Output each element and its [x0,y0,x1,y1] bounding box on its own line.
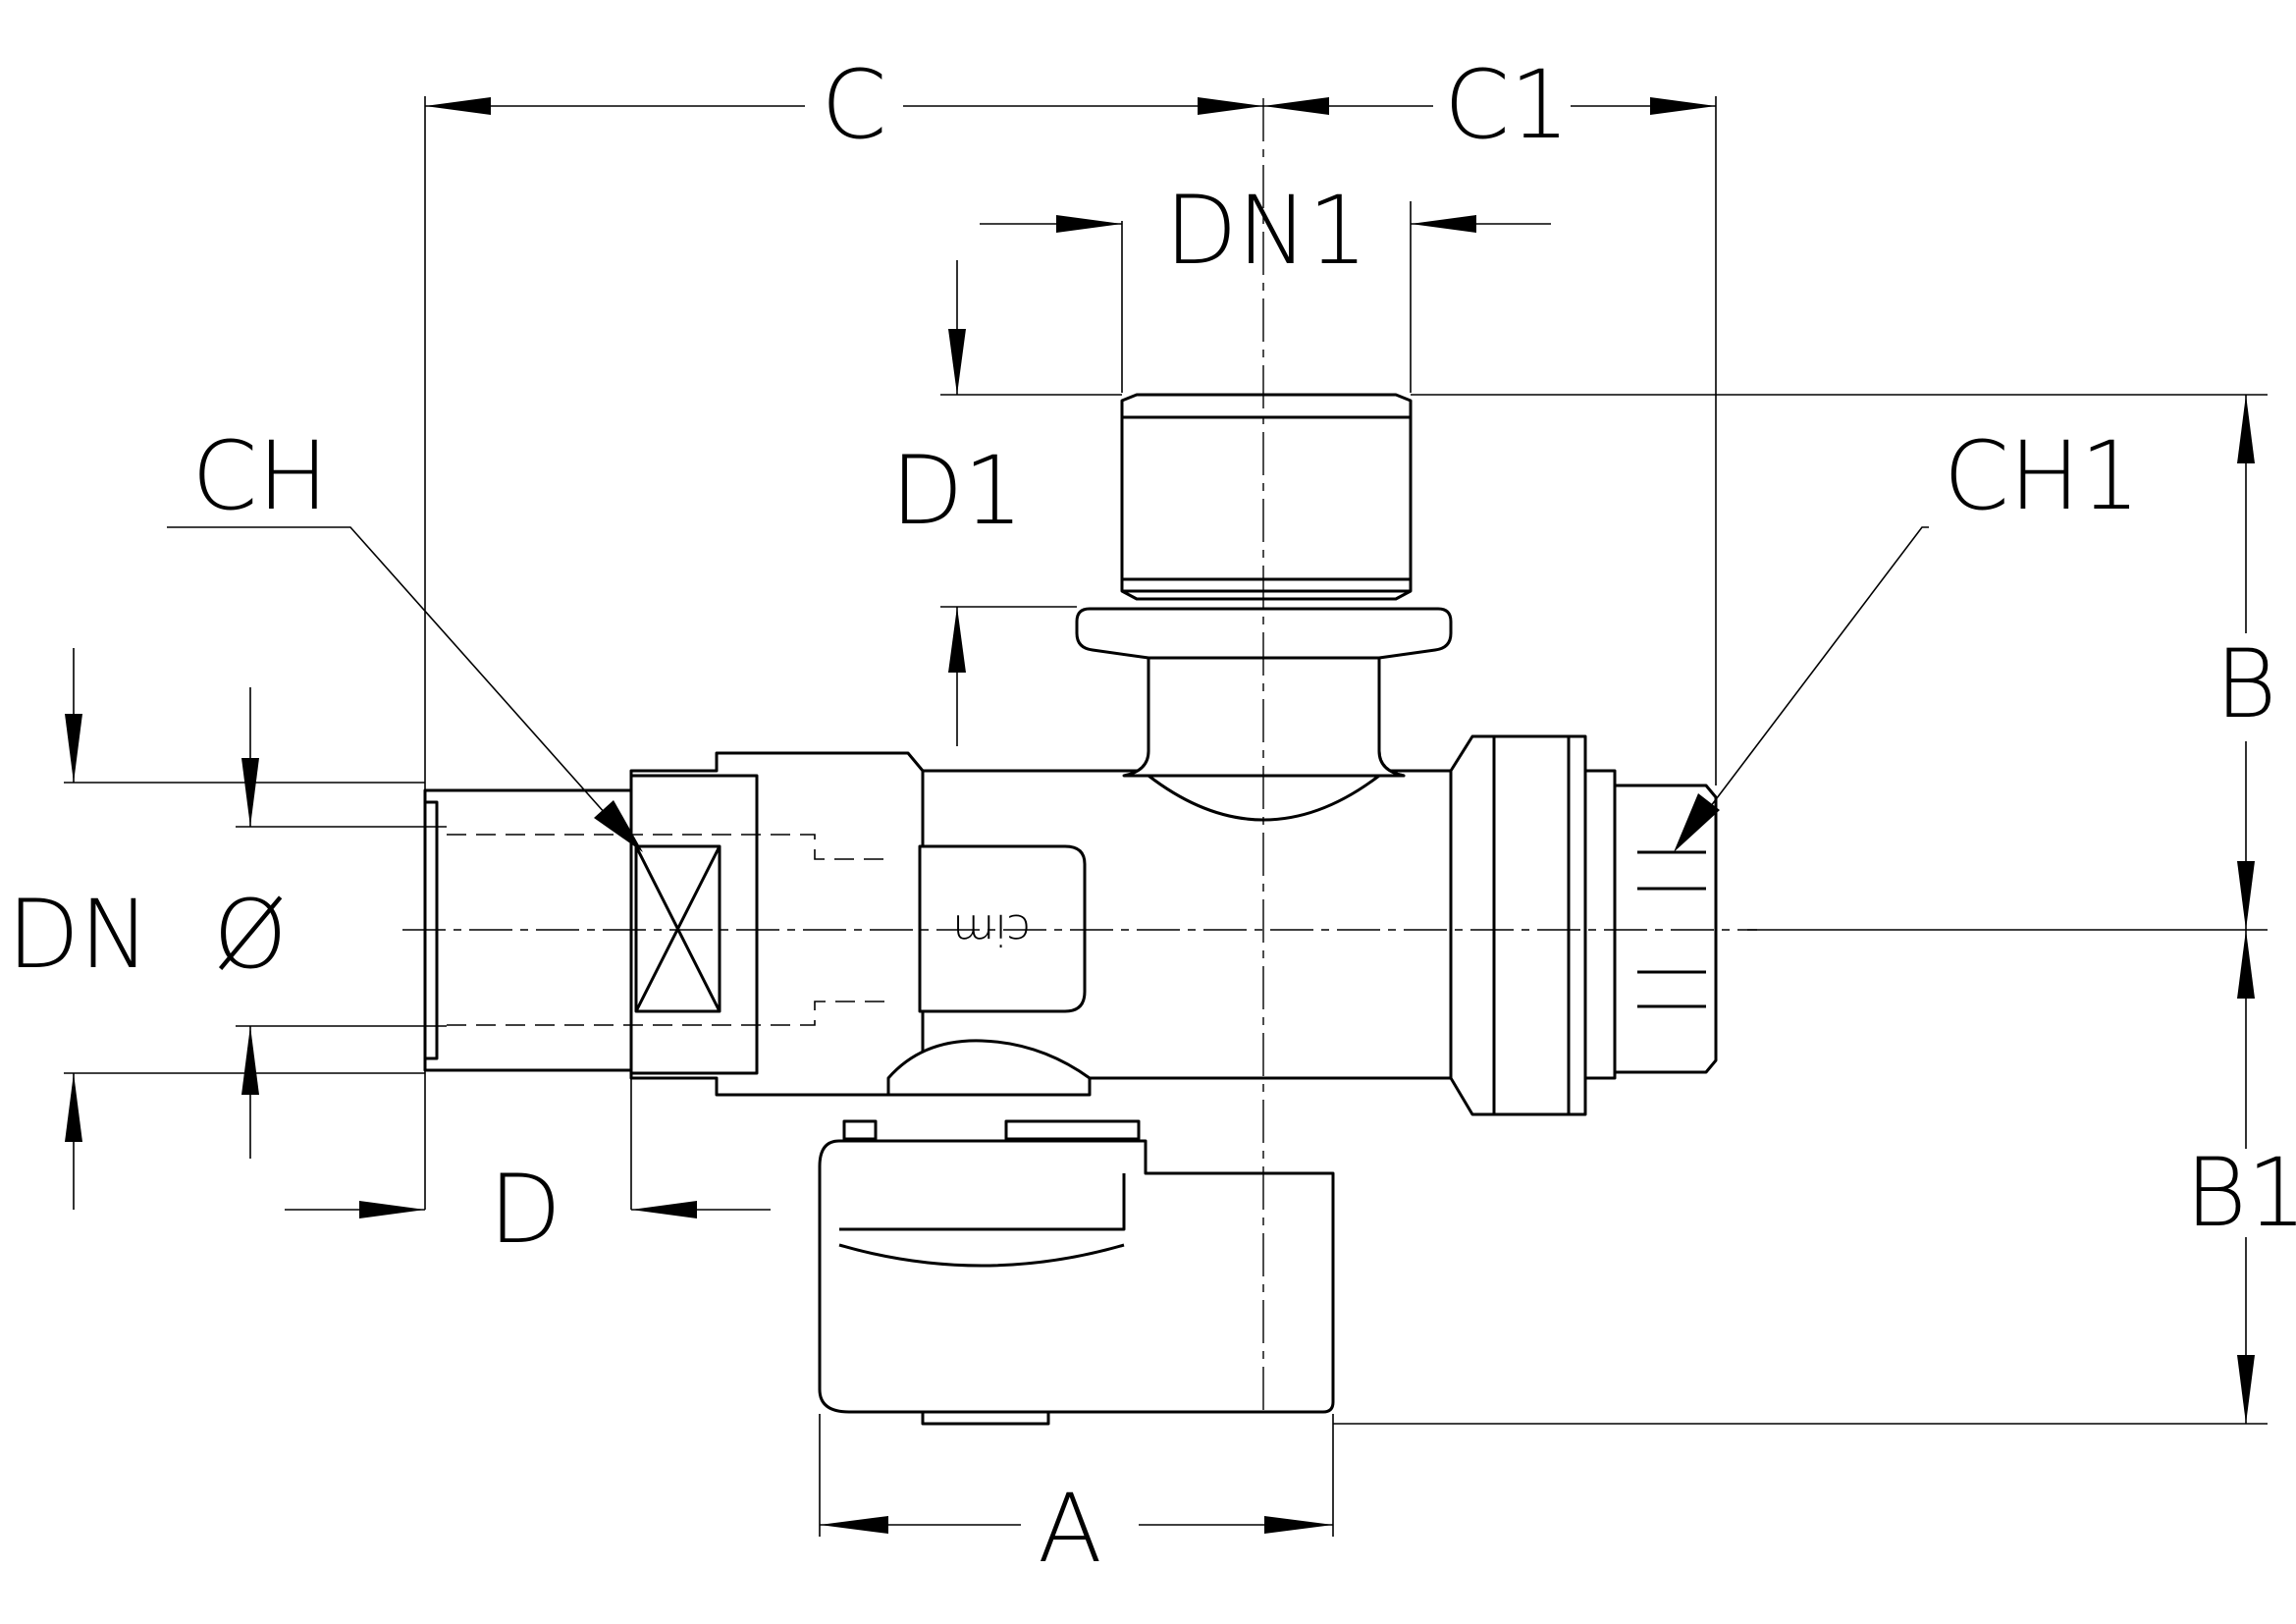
ext-dn1 [1121,201,1412,393]
arrow-d1-bottom [948,607,966,673]
clip-left [842,1119,878,1141]
ext-diameter [236,826,447,1027]
label-dn: DN [7,880,150,990]
clip-right [1004,1119,1141,1141]
arrow-dn1-left [1056,215,1122,233]
arrow-ch [594,800,643,852]
top-thread-rings [1122,415,1411,593]
label-b1: B1 [2185,1138,2296,1248]
logo-tab [918,844,1087,1013]
arrow-dn-bottom [65,1073,82,1142]
bottom-cap-foot [921,1410,1050,1426]
arrow-d-right [631,1201,697,1218]
arrow-diameter-bottom [241,1026,259,1095]
arrow-dn-top [65,714,82,783]
dimension-labels: C C1 DN1 D1 CH CH1 B B1 DN Ø D A [7,50,2296,1584]
bottom-cap [818,1139,1335,1414]
right-hex-flats [1613,785,1706,1072]
right-union [1449,734,1587,1116]
hex-flat [634,844,721,1013]
arrow-diameter-top [241,758,259,827]
label-c: C [821,50,886,160]
label-d: D [489,1155,561,1265]
right-union-edges [1492,736,1571,1114]
arrow-d-left [359,1201,425,1218]
hex-nut-ch [629,774,759,1075]
valve-body: cim [423,393,1718,1426]
label-a: A [1038,1474,1102,1584]
label-d1: D1 [891,436,1024,546]
label-b: B [2216,629,2277,739]
label-ch1: CH1 [1944,421,2140,531]
bottom-cap-detail [838,1173,1126,1268]
label-dn1: DN1 [1165,176,1368,286]
leader-ch1 [1697,526,1929,824]
ext-a [819,1414,1334,1537]
right-hex-ch1 [1583,769,1718,1080]
bottom-neck [886,1039,1092,1097]
dimension-lines [64,96,2268,1537]
arrow-c-left [425,97,491,115]
arrow-b-top [2237,395,2255,463]
arrow-dn1-right [1411,215,1476,233]
arrow-b1-top [2237,930,2255,999]
arrow-a-right [1264,1516,1333,1534]
hex-cross [634,845,721,1012]
arrow-c1-left [1263,97,1329,115]
label-c1: C1 [1444,50,1570,160]
label-ch: CH [191,421,328,531]
arrow-b-bottom [2237,861,2255,930]
leader-ch [167,526,614,824]
arrow-b1-bottom [2237,1355,2255,1424]
arrow-c-right [1198,97,1263,115]
arrow-a-left [820,1516,888,1534]
arrow-d1-top [948,329,966,395]
arrow-c1-right [1650,97,1716,115]
top-thread [1120,393,1413,601]
label-diameter: Ø [213,880,288,990]
center-lines [402,98,1757,1414]
arrow-ch1 [1674,793,1720,852]
